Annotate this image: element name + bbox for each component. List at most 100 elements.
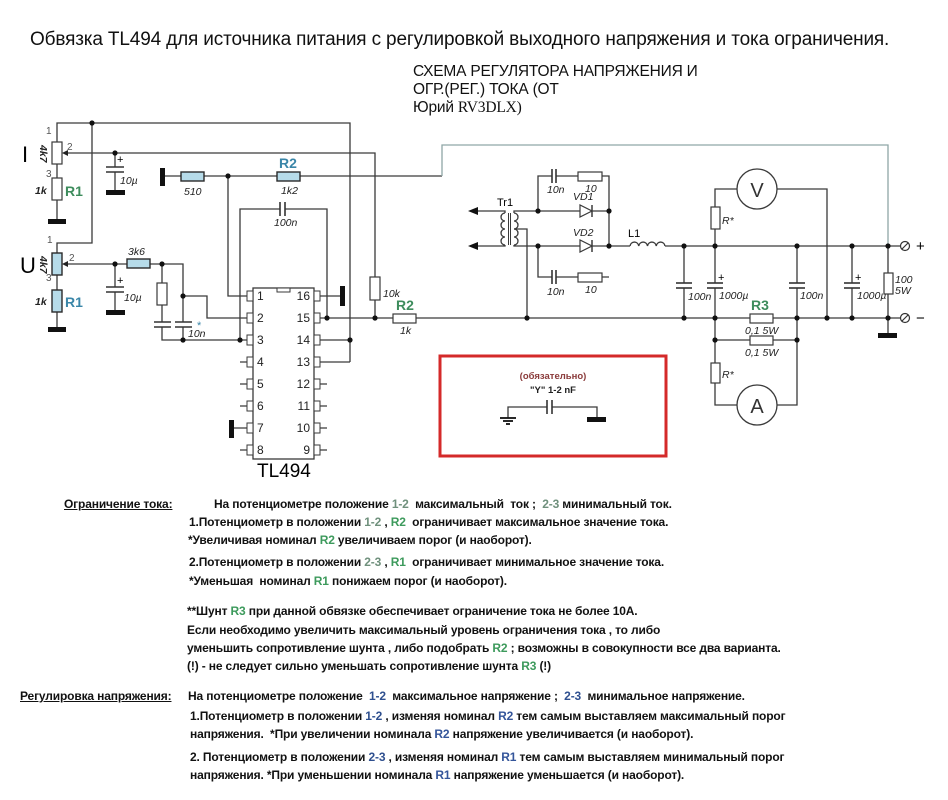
svg-text:VD1: VD1: [573, 191, 593, 203]
snubber-top: 10n 10: [547, 169, 603, 196]
text-segment: ограничивает минимальное значение тока.: [405, 555, 665, 569]
text-segment: Если необходимо увеличить максимальный у…: [187, 623, 661, 637]
highlight-value: R3: [521, 659, 537, 673]
resistor-10k: 10k: [369, 276, 401, 301]
svg-text:10n: 10n: [188, 328, 206, 340]
plus-label: +: [916, 238, 925, 255]
text-segment: минимальное напряжение.: [581, 689, 745, 703]
svg-text:5W: 5W: [895, 285, 912, 297]
text-segment: 2.Потенциометр в положении: [189, 555, 365, 569]
pin-label: 13: [297, 355, 311, 369]
page-title: Обвязка TL494 для источника питания с ре…: [30, 29, 890, 50]
text-segment: увеличиваем порог (и наоборот).: [334, 533, 532, 547]
wiper-arrow-icon: [62, 261, 68, 267]
note-line: *Уменьшая номинал R1 понижаем порог (и н…: [189, 574, 507, 588]
ammeter-icon: A: [750, 396, 764, 418]
ground-bars: [48, 168, 897, 438]
text-segment: 1.Потенциометр в положении: [189, 515, 365, 529]
node: [159, 261, 165, 267]
highlight-value: 2-3: [564, 689, 582, 703]
cap-10u-voltage: + 10µ: [106, 275, 142, 304]
node: [712, 337, 718, 343]
pot-current: I 1 2 3 4k7: [22, 126, 73, 180]
node: [681, 315, 687, 321]
svg-text:10n: 10n: [547, 286, 565, 298]
subtitle-line-2: ОГР.(РЕГ.) ТОКА (ОТ: [413, 81, 559, 98]
pin-label: 3: [257, 333, 264, 347]
note-line: 2. Потенциометр в положении 2-3 , изменя…: [190, 750, 785, 764]
ammeter: R* A: [710, 362, 778, 426]
pin-label: 4: [257, 355, 264, 369]
ground-icon: [48, 327, 66, 332]
text-segment: **Шунт: [187, 604, 231, 618]
text-segment: (!): [536, 659, 551, 673]
node: [347, 337, 353, 343]
r1-label: R1: [65, 183, 83, 199]
highlight-value: R3: [230, 604, 246, 618]
ground-icon: [48, 219, 66, 224]
svg-text:*: *: [197, 320, 202, 332]
svg-text:1k: 1k: [400, 325, 412, 337]
svg-text:10k: 10k: [383, 288, 401, 300]
text-segment: напряжение уменьшается (и наоборот).: [450, 768, 685, 782]
node: [794, 315, 800, 321]
note-caption: (обязательно): [520, 371, 587, 382]
schematic: I 1 2 3 4k7 1k R1 + 10µ U 1 2 3 4k7 1k R…: [20, 120, 925, 480]
feedback-wire: [441, 144, 889, 246]
node: [524, 315, 530, 321]
node: [225, 173, 231, 179]
note-line: напряжения. *При уменьшении номинала R1 …: [190, 768, 684, 782]
node: [535, 208, 541, 214]
node: [535, 243, 541, 249]
junction-nodes: [89, 120, 891, 343]
r2-label: R2: [396, 297, 414, 313]
text-segment: максимальный ток ;: [408, 497, 543, 511]
text-segment: ограничивает максимальное значение тока.: [405, 515, 669, 529]
wiper-arrow-icon: [62, 150, 68, 156]
text-segment: минимальный ток.: [559, 497, 672, 511]
note-line: напряжения. *При увеличении номинала R2 …: [190, 727, 693, 741]
svg-text:3: 3: [46, 169, 52, 180]
voltage-reg-heading: Регулировка напряжения:: [20, 689, 172, 703]
text-segment: 2. Потенциометр в положении: [190, 750, 369, 764]
highlight-value: R2: [434, 727, 450, 741]
text-segment: (!) - не следует сильно уменьшать сопрот…: [187, 659, 522, 673]
svg-text:100: 100: [895, 274, 913, 286]
svg-text:100n: 100n: [274, 217, 298, 229]
svg-text:R*: R*: [722, 215, 735, 227]
text-segment: На потенциометре положение: [214, 497, 392, 511]
node: [794, 243, 800, 249]
highlight-value: 2-3: [364, 555, 382, 569]
highlight-value: R2: [492, 641, 508, 655]
wire: [183, 295, 247, 319]
svg-text:+: +: [718, 272, 724, 284]
cap-out-1000u-2: + 1000µ: [844, 272, 886, 302]
svg-text:1000µ: 1000µ: [719, 290, 748, 302]
ground-icon: [160, 168, 165, 186]
pin-label: 6: [257, 399, 264, 413]
wire: [233, 361, 247, 451]
highlight-value: R2: [498, 709, 514, 723]
resistor-3k6: 3k6: [126, 246, 151, 269]
text-segment: На потенциометре положение: [188, 689, 369, 703]
cap-10u-current: + 10µ: [106, 154, 138, 187]
pot-current-name: I: [22, 142, 28, 167]
text-segment: ,: [381, 555, 391, 569]
pin-label: 9: [303, 443, 310, 457]
ground-icon: [878, 333, 897, 338]
wire: [227, 176, 247, 297]
svg-text:+: +: [117, 154, 123, 166]
ic-pins-left: [246, 290, 254, 456]
node: [237, 337, 243, 343]
svg-text:1k: 1k: [35, 296, 48, 308]
voltmeter: R* V: [710, 168, 778, 230]
ground-icon: [229, 420, 234, 438]
resistor-r2-output: R2 1k: [392, 297, 417, 337]
node: [606, 208, 612, 214]
compensation-network: 10n *: [154, 282, 206, 340]
note-line: 2.Потенциометр в положении 2-3 , R1 огра…: [189, 555, 664, 569]
svg-text:1000µ: 1000µ: [857, 290, 886, 302]
note-part: "Y" 1-2 nF: [530, 385, 576, 396]
wire: [56, 122, 351, 362]
diode-vd1: VD1: [573, 191, 593, 218]
